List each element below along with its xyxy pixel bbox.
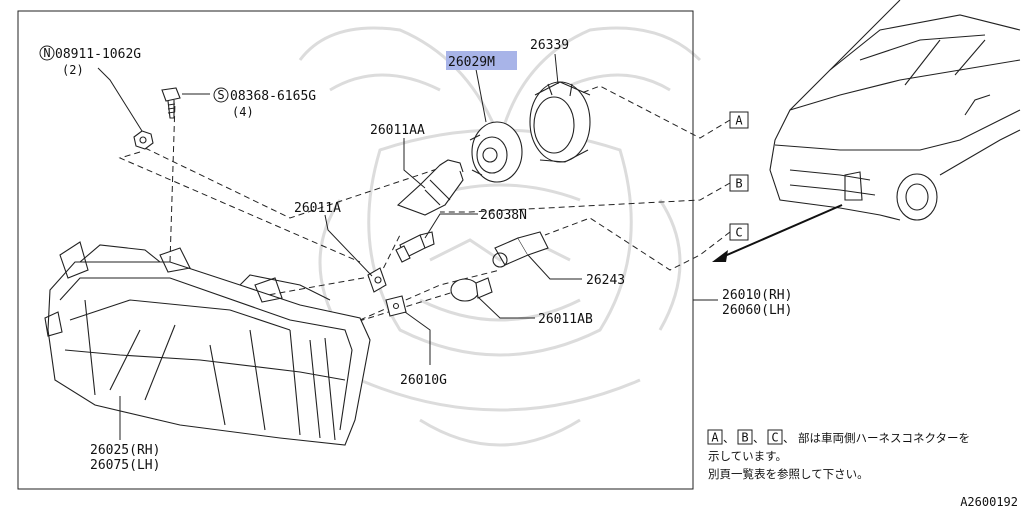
svg-text:08368-6165G: 08368-6165G xyxy=(230,89,316,104)
socket-26038n-icon xyxy=(395,231,435,263)
svg-text:A: A xyxy=(711,431,719,445)
pointer-arrow xyxy=(712,204,843,262)
diagram-frame xyxy=(17,10,694,490)
label-assembly-rh: 26010(RH) xyxy=(722,288,792,303)
label-screw: S 08368-6165G (4) xyxy=(213,87,316,119)
svg-text:(4): (4) xyxy=(232,105,254,119)
headlight-housing xyxy=(44,241,371,446)
svg-text:B: B xyxy=(735,177,742,191)
nut-icon xyxy=(133,130,154,150)
bulb-26011a-icon xyxy=(367,267,387,293)
connector-c: C xyxy=(729,223,749,241)
connector-b: B xyxy=(729,174,749,192)
label-lens-lh: 26075(LH) xyxy=(90,458,160,473)
label-26339: 26339 xyxy=(530,38,569,53)
cover-26339-icon xyxy=(529,81,591,163)
label-26011aa: 26011AA xyxy=(370,123,425,138)
svg-text:(2): (2) xyxy=(62,63,84,77)
connector-note: A 、 B 、 C 、 部は車両側ハーネスコネクターを 示しています。 別頁一覧… xyxy=(707,429,970,481)
svg-text:S: S xyxy=(217,88,224,102)
svg-text:別頁一覧表を参照して下さい。: 別頁一覧表を参照して下さい。 xyxy=(708,467,869,481)
screw-icon xyxy=(161,87,181,119)
label-26010g: 26010G xyxy=(400,373,447,388)
leader-26029m xyxy=(474,63,487,123)
route-line-housing-1 xyxy=(118,151,361,263)
leader-26011aa xyxy=(403,138,426,189)
socket-26029m-icon xyxy=(469,121,523,183)
svg-text:A: A xyxy=(735,114,743,128)
svg-text:C: C xyxy=(735,226,742,240)
leader-nut xyxy=(97,67,143,132)
route-line-housing-2 xyxy=(169,101,176,263)
figure-code: A2600192 xyxy=(960,495,1018,509)
leader-26339 xyxy=(554,53,559,85)
highlight-26029m xyxy=(446,51,517,70)
leader-26038n xyxy=(424,213,478,239)
svg-text:、: 、 xyxy=(753,431,765,445)
leader-26010g xyxy=(404,311,431,365)
svg-text:示しています。: 示しています。 xyxy=(708,449,787,463)
svg-text:、: 、 xyxy=(783,431,795,445)
connector-a: A xyxy=(729,111,749,129)
bulb-26011aa-icon xyxy=(396,159,464,216)
svg-text:B: B xyxy=(741,431,748,445)
clip-26010g-icon xyxy=(385,295,407,317)
label-26011a: 26011A xyxy=(294,201,341,216)
bulb-26011ab-icon xyxy=(450,277,493,302)
label-26011ab: 26011AB xyxy=(538,312,593,327)
svg-text:部は車両側ハーネスコネクターを: 部は車両側ハーネスコネクターを xyxy=(798,431,970,445)
svg-text:C: C xyxy=(771,431,778,445)
route-line-housing-3 xyxy=(144,147,441,219)
socket-26243-icon xyxy=(492,231,549,268)
svg-text:、: 、 xyxy=(723,431,735,445)
svg-text:N: N xyxy=(43,46,50,60)
label-26038n: 26038N xyxy=(480,208,527,223)
svg-text:08911-1062G: 08911-1062G xyxy=(55,47,141,62)
label-assembly-lh: 26060(LH) xyxy=(722,303,792,318)
label-lens-rh: 26025(RH) xyxy=(90,443,160,458)
label-26243: 26243 xyxy=(586,273,625,288)
car-illustration xyxy=(769,0,1021,221)
label-nut: N 08911-1062G (2) xyxy=(39,45,141,77)
route-line-c xyxy=(544,217,731,271)
label-26029m: 26029M xyxy=(448,55,495,70)
leader-26243 xyxy=(527,254,582,280)
leader-26011a xyxy=(324,214,373,277)
leader-26011ab xyxy=(477,296,535,319)
